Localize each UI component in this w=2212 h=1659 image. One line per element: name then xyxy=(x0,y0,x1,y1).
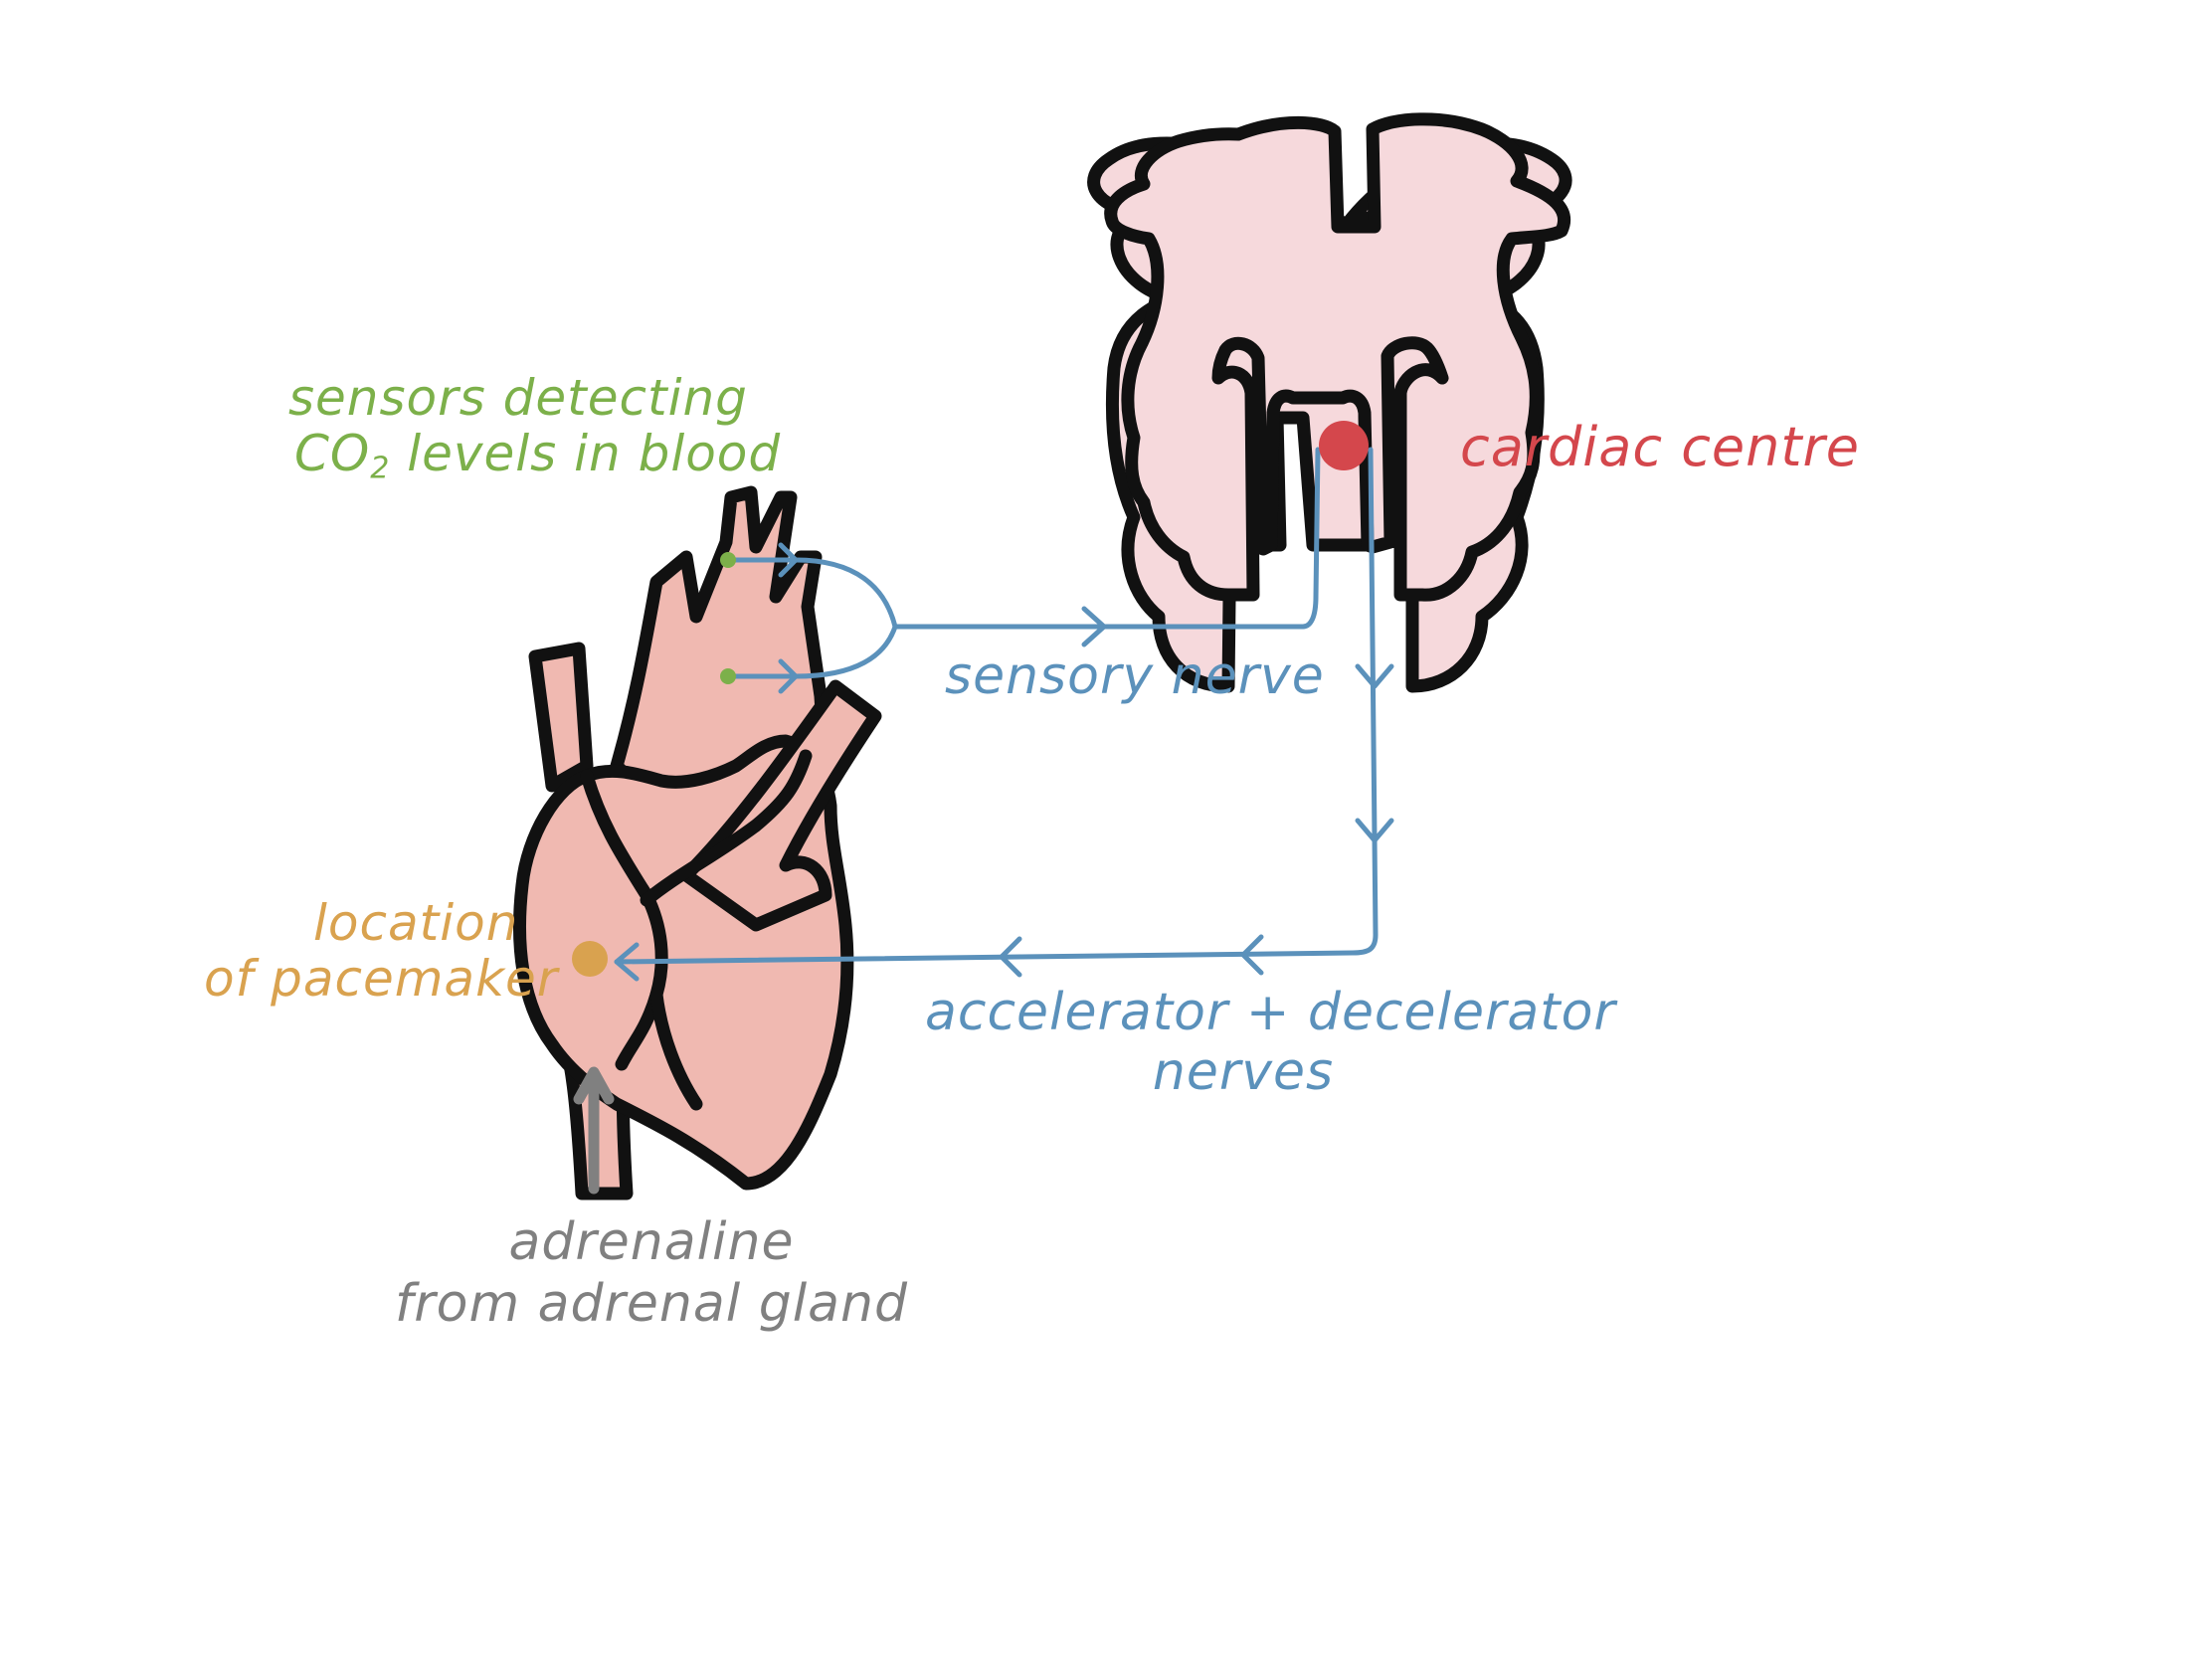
accel-decel-label: accelerator + decelerator nerves xyxy=(925,983,1616,1102)
pacemaker-line1: location xyxy=(313,894,519,952)
accel-decel-line2: nerves xyxy=(1152,1042,1335,1102)
sensors-label-line2: CO2 levels in blood xyxy=(288,426,781,497)
motor-arrowhead-5 xyxy=(614,942,640,982)
sensory-arrowhead xyxy=(1081,606,1107,647)
cardiac-centre-label: cardiac centre xyxy=(1460,416,1860,478)
pacemaker-label: location of pacemaker xyxy=(204,894,559,1008)
co2-subscript: 2 xyxy=(370,451,391,486)
heart-groove xyxy=(640,749,813,907)
adrenaline-line1: adrenaline xyxy=(508,1212,795,1272)
sensor-dot-upper xyxy=(720,552,736,568)
motor-arrowhead-1 xyxy=(1355,663,1394,689)
motor-nerve-path xyxy=(614,447,1394,982)
sensory-nerve-line xyxy=(892,447,1321,630)
heart-septum xyxy=(580,769,668,1071)
co2-text: CO xyxy=(294,425,371,482)
accel-decel-line1: accelerator + decelerator xyxy=(925,983,1616,1042)
adrenaline-arrow xyxy=(573,1066,615,1195)
sensor-branch-lower xyxy=(725,624,898,679)
sensors-label-line1: sensors detecting xyxy=(288,369,748,427)
cardiac-centre-dot xyxy=(1319,421,1369,470)
motor-arrowhead-4 xyxy=(999,936,1022,978)
motor-arrowhead-3 xyxy=(1240,934,1264,976)
sensor-arrow-upper xyxy=(778,542,799,578)
motor-arrowhead-2 xyxy=(1355,818,1394,843)
pacemaker-dot xyxy=(572,941,608,977)
brain-medulla-icon xyxy=(1087,112,1572,693)
sensor-branch-upper xyxy=(725,557,898,630)
sensory-nerve-path xyxy=(725,447,1321,694)
pacemaker-line2: of pacemaker xyxy=(204,950,559,1008)
adrenaline-line2: from adrenal gland xyxy=(394,1274,908,1334)
sensor-arrow-lower xyxy=(778,658,799,694)
adrenaline-label: adrenaline from adrenal gland xyxy=(393,1211,910,1335)
co2-rest: levels in blood xyxy=(390,425,782,482)
sensors-label: sensors detecting CO2 levels in blood xyxy=(288,370,781,497)
sensor-dot-lower xyxy=(720,668,736,684)
motor-nerve-line xyxy=(614,447,1379,965)
heart-groove-lower xyxy=(649,988,703,1111)
vena-cava xyxy=(528,642,594,793)
sensory-nerve-label: sensory nerve xyxy=(945,646,1325,706)
heart-icon xyxy=(513,485,882,1200)
